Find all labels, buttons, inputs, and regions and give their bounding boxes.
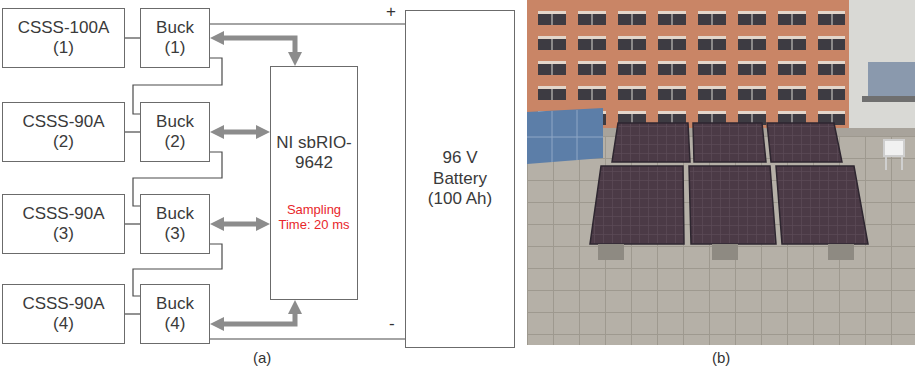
- solar-panel: [689, 166, 776, 244]
- power-wire: [210, 338, 405, 339]
- converter-box: Buck (3): [140, 194, 210, 254]
- support-block: [712, 244, 738, 260]
- node-label: 96 V Battery (100 Ah): [420, 148, 500, 209]
- node-label: CSSS-90A (3): [15, 204, 113, 245]
- power-wire: [125, 37, 140, 38]
- solar-module-box: CSSS-100A (1): [2, 8, 125, 68]
- converter-box: Buck (1): [140, 8, 210, 68]
- signal-arrow: [221, 130, 259, 135]
- solar-module-box: CSSS-90A (4): [2, 284, 125, 344]
- converter-box: Buck (4): [140, 284, 210, 344]
- support-block: [598, 244, 624, 260]
- node-label: Buck (2): [150, 112, 200, 153]
- controller-box: NI sbRIO-9642Sampling Time: 20 ms: [270, 66, 358, 300]
- chair: [884, 140, 904, 170]
- panel-letter: (b): [712, 350, 730, 367]
- signal-arrow: [221, 38, 295, 55]
- power-wire: [125, 131, 140, 132]
- solar-module-box: CSSS-90A (3): [2, 194, 125, 254]
- node-label: Buck (4): [150, 294, 200, 335]
- side-panels: [527, 108, 603, 164]
- converter-box: Buck (2): [140, 102, 210, 162]
- panel-letter: (a): [253, 350, 271, 367]
- battery-box: 96 V Battery (100 Ah): [405, 10, 515, 348]
- node-label: CSSS-90A (4): [15, 294, 113, 335]
- signal-arrow: [221, 311, 295, 324]
- solar-panel: [590, 166, 684, 244]
- node-label: CSSS-90A (2): [15, 112, 113, 153]
- canopy: [862, 96, 915, 102]
- node-label: CSSS-100A (1): [15, 18, 113, 59]
- solar-panel: [767, 123, 842, 162]
- sampling-note: Sampling Time: 20 ms: [276, 202, 352, 233]
- signal-arrow: [221, 222, 259, 227]
- power-wire: [125, 223, 140, 224]
- power-wire: [210, 23, 405, 24]
- solar-panel: [693, 123, 766, 162]
- roof-floor: [527, 136, 915, 345]
- node-label: Buck (3): [150, 204, 200, 245]
- solar-panel: [776, 166, 868, 244]
- terminal-sign: +: [386, 3, 396, 22]
- support-block: [828, 244, 854, 260]
- power-wire: [125, 313, 140, 314]
- side-panel-frame: [527, 110, 603, 162]
- sky: [527, 0, 915, 345]
- solar-module-box: CSSS-90A (2): [2, 102, 125, 162]
- node-label: NI sbRIO-9642: [276, 133, 352, 174]
- solar-panel: [612, 123, 690, 162]
- terminal-sign: -: [389, 315, 395, 334]
- node-label: Buck (1): [150, 18, 200, 59]
